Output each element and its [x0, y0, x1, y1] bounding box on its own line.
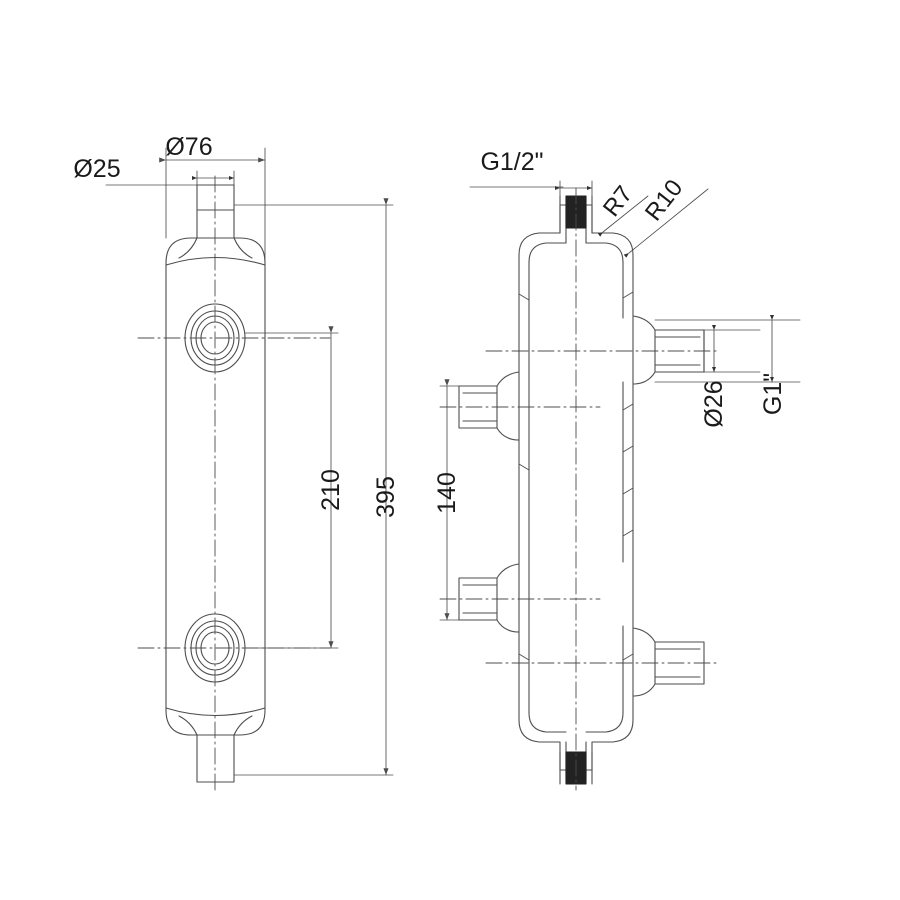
front-view-dimensions — [105, 147, 394, 776]
label-g1: G1" — [759, 373, 787, 415]
front-top-fillet-left — [178, 237, 198, 259]
right-lower-port-fillet — [632, 627, 656, 697]
section-left-upper-port — [458, 371, 520, 441]
front-bottom-fillet-left — [178, 715, 198, 736]
front-top-fillet-right — [233, 237, 253, 259]
section-right-upper-port — [632, 315, 705, 385]
leader-r7 — [597, 195, 649, 237]
front-top-stub — [196, 184, 235, 239]
right-upper-port-fillet — [632, 315, 656, 385]
left-upper-port-fillet — [496, 371, 520, 441]
section-left-lower-port — [458, 563, 520, 633]
label-395: 395 — [372, 476, 400, 518]
right-upper-port-thread — [654, 336, 701, 366]
left-lower-port-thread — [462, 584, 498, 614]
left-lower-port-body — [458, 577, 498, 621]
left-lower-port-fillet — [496, 563, 520, 633]
front-top-dome — [165, 257, 266, 266]
section-bottom-neck-outer — [559, 751, 593, 785]
section-view — [439, 187, 717, 791]
label-r10: R10 — [640, 175, 688, 226]
label-210: 210 — [317, 469, 345, 511]
leader-r10 — [623, 188, 709, 258]
left-upper-port-body — [458, 385, 498, 429]
section-right-lower-port — [632, 627, 705, 697]
front-view — [137, 175, 331, 793]
label-r7: R7 — [598, 181, 638, 222]
label-g-half: G1/2" — [480, 148, 543, 176]
section-hatch-marks — [518, 291, 634, 661]
label-d76: Ø76 — [165, 133, 212, 161]
section-body-inner — [528, 242, 624, 733]
front-body-outline — [165, 237, 266, 736]
label-d25: Ø25 — [73, 155, 120, 183]
left-upper-port-thread — [462, 392, 498, 422]
section-view-dimensions — [439, 180, 801, 621]
section-top-neck-outer — [559, 195, 593, 234]
front-bottom-stub — [196, 734, 235, 783]
section-body-outer — [518, 204, 634, 771]
label-d26: Ø26 — [700, 380, 728, 427]
front-bottom-dome — [165, 707, 266, 716]
right-lower-port-thread — [654, 648, 701, 678]
label-140: 140 — [433, 472, 461, 514]
front-bottom-fillet-right — [233, 715, 253, 736]
